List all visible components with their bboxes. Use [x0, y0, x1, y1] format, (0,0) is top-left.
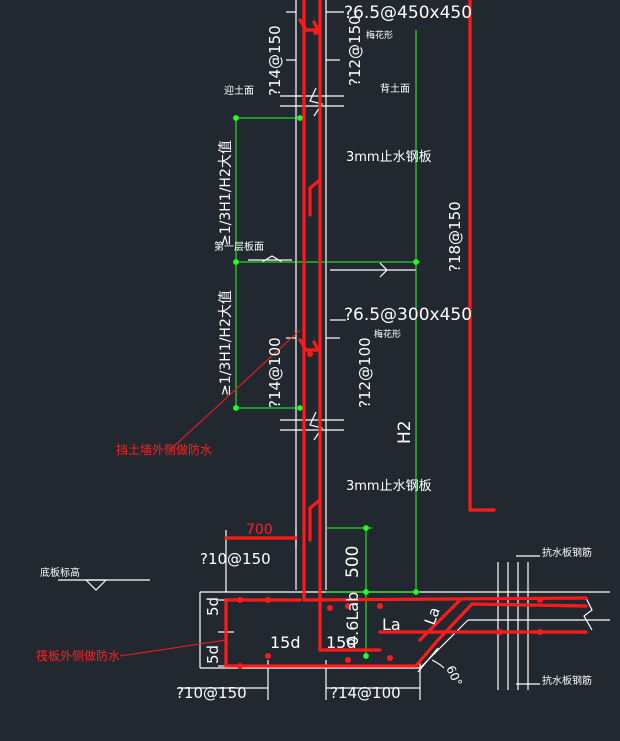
la-label-2: La [421, 605, 444, 628]
bar-12-150-label: ?12@150 [346, 15, 364, 86]
white-labels: ?6.5@450x450 梅花形 ?14@150 ?12@150 迎土面 背土面… [40, 3, 592, 702]
dim-5d-top-label: 5d [204, 597, 222, 616]
mid-stirrup-label: ?6.5@300x450 [344, 305, 472, 325]
anti-water-rebar-top-label: 抗水板钢筋 [542, 546, 592, 559]
mei-hua-xing-label-2: 梅花形 [374, 328, 401, 340]
wall-waterproof-label: 挡土墙外侧做防水 [116, 442, 212, 457]
la-label-1: La [382, 615, 401, 634]
anti-water-rebar-bot-label: 抗水板钢筋 [542, 674, 592, 687]
dim-15d-a-label: 15d [270, 633, 301, 652]
bar-14-100-bot-label: ?14@100 [330, 684, 401, 702]
mei-hua-xing-label-1: 梅花形 [366, 29, 393, 41]
raft-waterproof-label: 筏板外侧做防水 [36, 648, 120, 663]
rebar-dots [237, 29, 543, 669]
bar-12-100-label: ?12@100 [356, 337, 374, 408]
bar-18-150-label: ?18@150 [446, 201, 464, 272]
ying-tu-mian-label: 迎土面 [224, 84, 254, 97]
top-stirrup-label: ?6.5@450x450 [344, 3, 472, 23]
bar-10-150-top-label: ?10@150 [200, 550, 271, 568]
angle-60-label: 60° [443, 663, 465, 688]
wall-outline [58, 0, 610, 700]
leaders [119, 329, 301, 657]
bar-14-100-label: ?14@100 [266, 337, 284, 408]
rebar [224, 0, 588, 668]
di-yi-ceng-ban-mian-label: 第一层板面 [214, 240, 264, 253]
h2-label: H2 [395, 420, 415, 444]
steel-plate-label-1: 3mm止水钢板 [346, 150, 432, 165]
bar-10-150-bot-label: ?10@150 [176, 684, 247, 702]
red-labels: 挡土墙外侧做防水 700 筏板外侧做防水 [36, 442, 273, 663]
bar-14-150-label: ?14@150 [266, 25, 284, 96]
dim-15d-b-label: 15d [326, 633, 357, 652]
steel-plate-label-2: 3mm止水钢板 [346, 479, 432, 494]
dim-06lab-label: 0.6Lab [343, 592, 362, 646]
dimension-lines [233, 30, 420, 659]
bei-tu-mian-label: 背土面 [380, 82, 410, 95]
h2-lower-label: ≥1/3H1/H2大值 [218, 290, 234, 396]
dim-700-label: 700 [246, 522, 273, 538]
base-elevation-label: 底板标高 [40, 566, 80, 579]
dim-500-label: 500 [343, 546, 363, 578]
h2-upper-label: ≥1/3H1/H2大值 [218, 140, 234, 246]
dim-5d-bot-label: 5d [204, 645, 222, 664]
